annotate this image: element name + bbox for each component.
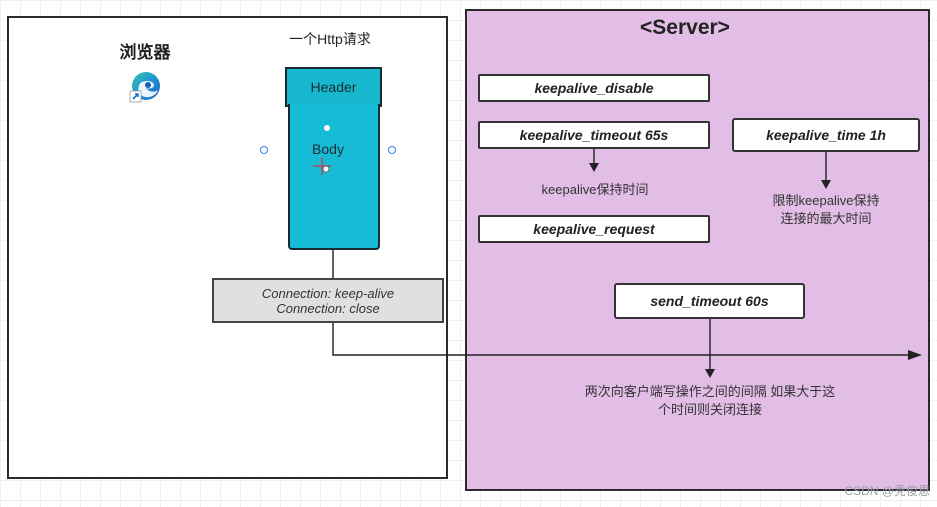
keepalive-time-box: keepalive_time 1h xyxy=(732,118,920,152)
keepalive-time-note-line-1: 限制keepalive保持 xyxy=(772,193,880,208)
request-flow-line xyxy=(332,323,910,356)
keepalive-timeout-note: keepalive保持时间 xyxy=(541,182,649,197)
send-timeout-note: 两次向客户端写操作之间的间隔 如果大于这 个时间则关闭连接 xyxy=(560,383,860,419)
connection-keep-alive-text: Connection: keep-alive xyxy=(261,286,395,301)
request-body-label: Body xyxy=(312,141,344,157)
keepalive-request-box: keepalive_request xyxy=(478,215,710,243)
keepalive-time-note-line-2: 连接的最大时间 xyxy=(780,211,872,226)
keepalive-time-note: 限制keepalive保持 连接的最大时间 xyxy=(735,192,917,228)
send-timeout-note-line-2: 个时间则关闭连接 xyxy=(657,402,762,417)
keepalive-timeout-arrowhead xyxy=(589,163,599,172)
csdn-watermark: CSDN @秃俊恩 xyxy=(844,484,930,498)
http-request-label: 一个Http请求 xyxy=(289,31,371,47)
keepalive-timeout-box: keepalive_timeout 65s xyxy=(478,121,710,149)
browser-title: 浏览器 xyxy=(119,43,171,62)
server-title: <Server> xyxy=(640,16,730,39)
resize-handle-top[interactable] xyxy=(324,125,330,131)
request-flow-arrowhead xyxy=(908,350,922,360)
send-timeout-arrowhead xyxy=(705,369,715,378)
connection-header-box: Connection: keep-alive Connection: close xyxy=(212,278,444,323)
connection-close-text: Connection: close xyxy=(276,301,380,316)
send-timeout-box: send_timeout 60s xyxy=(614,283,805,319)
keepalive-time-arrowhead xyxy=(821,180,831,189)
keepalive-disable-box: keepalive_disable xyxy=(478,74,710,102)
resize-handle-left[interactable] xyxy=(260,146,268,154)
send-timeout-note-line-1: 两次向客户端写操作之间的间隔 如果大于这 xyxy=(584,384,836,399)
edge-browser-icon xyxy=(129,70,163,104)
request-body-box xyxy=(288,104,380,250)
move-cursor-icon xyxy=(312,156,332,176)
resize-handle-right[interactable] xyxy=(388,146,396,154)
